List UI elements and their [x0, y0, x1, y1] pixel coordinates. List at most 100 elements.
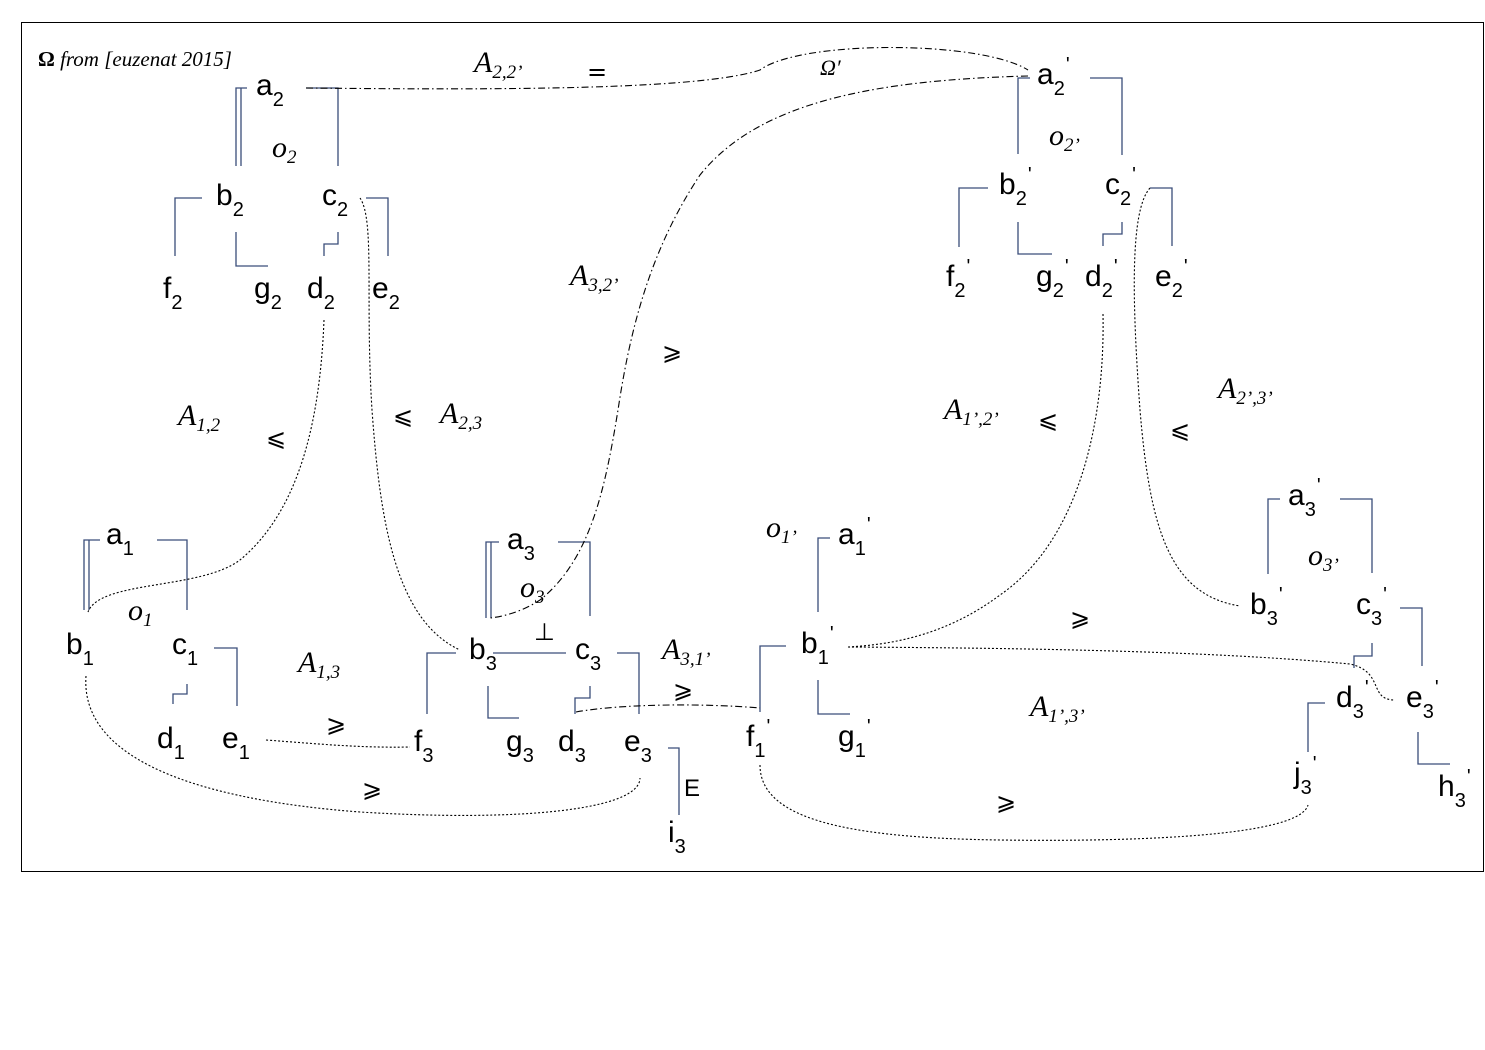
edge-c3p-d3p — [1353, 643, 1373, 668]
node-d3: d3 — [558, 725, 586, 767]
node-c3: c3 — [575, 633, 601, 675]
edge-b2p-f2p — [958, 187, 988, 247]
edge-a2-c2 — [306, 87, 339, 166]
edge-b3-f3 — [426, 652, 456, 714]
edge-c2p-d2p — [1102, 222, 1123, 246]
corr-e1-f3 — [265, 739, 411, 748]
edge-a1-c1 — [157, 539, 188, 610]
alignment-A23: A2,3 — [438, 397, 482, 434]
relation-ge-a32p: ⩾ — [662, 338, 682, 366]
node-a3-prime: a3' — [1288, 475, 1321, 521]
edge-e3-i3 — [668, 747, 680, 815]
relation-bottom: ⊥ — [534, 618, 555, 646]
node-i3: i3 — [668, 816, 686, 858]
relation-symbols: = ⩾ ⩽ ⩽ ⩾ ⩾ ⩾ ⊥ E ⩽ ⩽ ⩾ ⩾ — [266, 58, 1190, 816]
ontology-o1: o1 — [128, 594, 153, 631]
corr-d3-f1p — [575, 704, 761, 713]
alignment-labels: A2,2’ A3,2’ A1,2 A2,3 A1,3 A3,1’ A1’,2’ … — [176, 46, 1273, 727]
node-e1: e1 — [222, 722, 250, 764]
relation-E: E — [684, 775, 700, 802]
edge-c3-e3 — [617, 652, 640, 714]
node-g1-prime: g1' — [838, 716, 871, 762]
edge-a3p-b3p — [1267, 498, 1280, 574]
edge-a3-c3 — [558, 541, 591, 616]
node-d3-prime: d3' — [1336, 677, 1369, 723]
node-b1: b1 — [66, 628, 94, 670]
relation-ge-f1p-j3p: ⩾ — [996, 788, 1016, 816]
alignment-A1p2p: A1’,2’ — [942, 393, 999, 430]
edge-c3p-e3p — [1400, 607, 1423, 666]
relation-ge-b1p-b3p: ⩾ — [1070, 604, 1090, 632]
edge-d3p-j3p — [1307, 702, 1325, 752]
edge-a3-b3 — [485, 541, 499, 618]
edge-c2-d2 — [323, 232, 339, 256]
node-h3-prime: h3' — [1438, 766, 1471, 812]
corr-a2-a2p — [305, 47, 1029, 90]
node-e3: e3 — [624, 725, 652, 767]
alignment-A1p3p: A1’,3’ — [1028, 690, 1085, 727]
edge-a2-b2 — [235, 87, 247, 166]
ontology-o3-prime: o3’ — [1308, 539, 1339, 576]
edge-a3p-c3p — [1340, 498, 1373, 573]
alignment-A32p: A3,2’ — [568, 259, 618, 296]
ontology-o2: o2 — [272, 131, 297, 168]
caption: Ω from [euzenat 2015] — [38, 47, 232, 71]
edge-c2p-e2p — [1150, 187, 1173, 246]
node-e2-prime: e2' — [1155, 256, 1188, 302]
node-a3: a3 — [507, 523, 535, 565]
node-a1: a1 — [106, 518, 134, 560]
node-f2-prime: f2' — [946, 256, 970, 302]
network-omega-prime: Ω′ — [820, 55, 842, 80]
relation-ge-b1-e3: ⩾ — [362, 775, 382, 803]
edge-a1-b1 — [83, 539, 100, 610]
edge-b3-g3 — [487, 686, 519, 719]
relation-ge-e1-f3: ⩾ — [326, 710, 346, 738]
edge-e3p-h3p — [1417, 732, 1450, 765]
node-c3-prime: c3' — [1356, 584, 1387, 630]
edge-b1p-f1p — [759, 645, 786, 712]
alignment-A31p: A3,1’ — [660, 633, 710, 670]
alignment-A22p: A2,2’ — [472, 46, 522, 83]
edge-c2-e2 — [366, 197, 389, 256]
node-f3: f3 — [414, 725, 433, 767]
correspondence-edges — [85, 47, 1396, 841]
edge-c1-d1 — [172, 684, 188, 704]
edge-a1p-b1p — [817, 537, 830, 612]
relation-ge-a31p: ⩾ — [673, 676, 693, 704]
relation-le-a12: ⩽ — [266, 424, 286, 452]
ontology-o2-prime: o2’ — [1049, 119, 1080, 156]
node-b2-prime: b2' — [999, 164, 1032, 210]
node-g2: g2 — [254, 272, 282, 314]
tree-edges — [83, 77, 1450, 815]
node-g3: g3 — [506, 725, 534, 767]
alignment-A2p3p: A2’,3’ — [1216, 372, 1273, 409]
edge-c1-e1 — [214, 647, 238, 706]
node-j3-prime: j3' — [1293, 753, 1317, 799]
relation-le-a1p2p: ⩽ — [1038, 406, 1058, 434]
node-d2: d2 — [307, 272, 335, 314]
corr-o3-a2p — [489, 75, 1029, 619]
entity-nodes: a2 b2 c2 f2 g2 d2 e2 a1 b1 c1 d1 e1 a3 b… — [66, 54, 1471, 858]
node-a2-prime: a2' — [1037, 54, 1070, 100]
edge-a2p-b2p — [1017, 77, 1030, 154]
ontology-o1-prime: o1’ — [766, 511, 797, 548]
edge-b2-f2 — [174, 197, 202, 256]
node-c2: c2 — [322, 179, 348, 221]
corr-f1p-j3p — [759, 764, 1309, 841]
ontology-o3: o3 — [520, 571, 545, 608]
node-e2: e2 — [372, 272, 400, 314]
alignment-A12: A1,2 — [176, 399, 221, 436]
corr-d2p-b1p — [847, 313, 1104, 648]
alignment-A13: A1,3 — [296, 646, 340, 683]
node-f2: f2 — [163, 272, 182, 314]
node-g2-prime: g2' — [1036, 256, 1069, 302]
corr-c2p-b3p — [1133, 187, 1241, 607]
node-a2: a2 — [256, 69, 284, 111]
relation-le-a2p3p: ⩽ — [1170, 416, 1190, 444]
relation-equal: = — [587, 58, 607, 86]
corr-c2-b3 — [359, 197, 461, 651]
node-d1: d1 — [157, 722, 185, 764]
edge-a2p-c2p — [1090, 77, 1123, 155]
diagram-frame — [21, 22, 1484, 872]
node-c2-prime: c2' — [1105, 164, 1136, 210]
